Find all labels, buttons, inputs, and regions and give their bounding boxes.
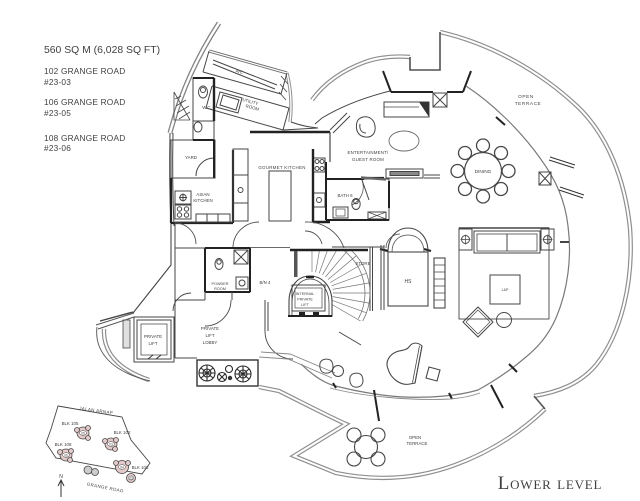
svg-text:ROOM: ROOM [245,103,260,112]
svg-text:ENTERTAINMENT/: ENTERTAINMENT/ [348,150,390,155]
svg-text:L&P: L&P [502,288,509,292]
svg-text:YARD: YARD [185,155,197,160]
svg-text:BLK 102: BLK 102 [114,430,131,435]
svg-text:BLK 105: BLK 105 [62,421,79,426]
svg-text:KITCHEN: KITCHEN [193,198,212,203]
svg-text:BLK 103: BLK 103 [132,465,149,470]
svg-text:560 SQ M (6,028 SQ FT): 560 SQ M (6,028 SQ FT) [44,45,160,56]
svg-text:W.C.: W.C. [202,105,212,110]
svg-text:LIFT: LIFT [301,303,309,307]
svg-text:#23-03: #23-03 [44,77,71,87]
svg-text:GUEST ROOM: GUEST ROOM [352,157,384,162]
svg-text:108 GRANGE ROAD: 108 GRANGE ROAD [44,133,125,143]
svg-text:Lower level: Lower level [498,473,603,494]
svg-text:LIFT: LIFT [148,341,157,346]
svg-text:LIFT: LIFT [205,333,214,338]
svg-text:BATH 6: BATH 6 [337,193,353,198]
svg-text:06: 06 [64,453,68,457]
svg-text:ROOM: ROOM [214,287,226,291]
svg-text:GRANGE ROAD: GRANGE ROAD [86,482,124,494]
svg-text:STORE: STORE [355,261,370,266]
svg-text:B/N 4: B/N 4 [260,280,272,285]
svg-text:A/C: A/C [235,68,243,75]
svg-text:#23-06: #23-06 [44,143,71,153]
svg-text:TERRACE: TERRACE [515,101,542,106]
svg-text:PRIVATE: PRIVATE [297,298,313,302]
svg-text:POWDER: POWDER [211,282,228,286]
svg-text:TERRACE: TERRACE [407,441,428,446]
svg-text:GOURMET KITCHEN: GOURMET KITCHEN [258,165,305,170]
svg-text:03: 03 [129,476,133,480]
svg-text:INTERNAL: INTERNAL [296,292,315,296]
svg-text:DINING: DINING [475,169,492,175]
svg-text:03: 03 [109,442,113,446]
svg-text:ASIAN: ASIAN [196,192,209,197]
svg-text:OPEN: OPEN [518,94,534,99]
svg-text:HS: HS [405,279,413,285]
svg-text:05: 05 [81,431,85,435]
svg-text:BLK 108: BLK 108 [55,442,72,447]
svg-text:PRIVATE: PRIVATE [201,326,219,331]
svg-text:PRIVATE: PRIVATE [144,334,162,339]
svg-text:LOBBY: LOBBY [203,340,218,345]
svg-text:JALAN ARNAP: JALAN ARNAP [79,406,114,416]
svg-text:#23-05: #23-05 [44,108,71,118]
svg-text:N: N [59,474,63,480]
svg-text:OPEN: OPEN [409,435,421,440]
svg-text:102 GRANGE ROAD: 102 GRANGE ROAD [44,66,125,76]
svg-text:UTILITY: UTILITY [242,97,259,106]
svg-text:04: 04 [120,465,124,469]
svg-text:106 GRANGE ROAD: 106 GRANGE ROAD [44,97,125,107]
